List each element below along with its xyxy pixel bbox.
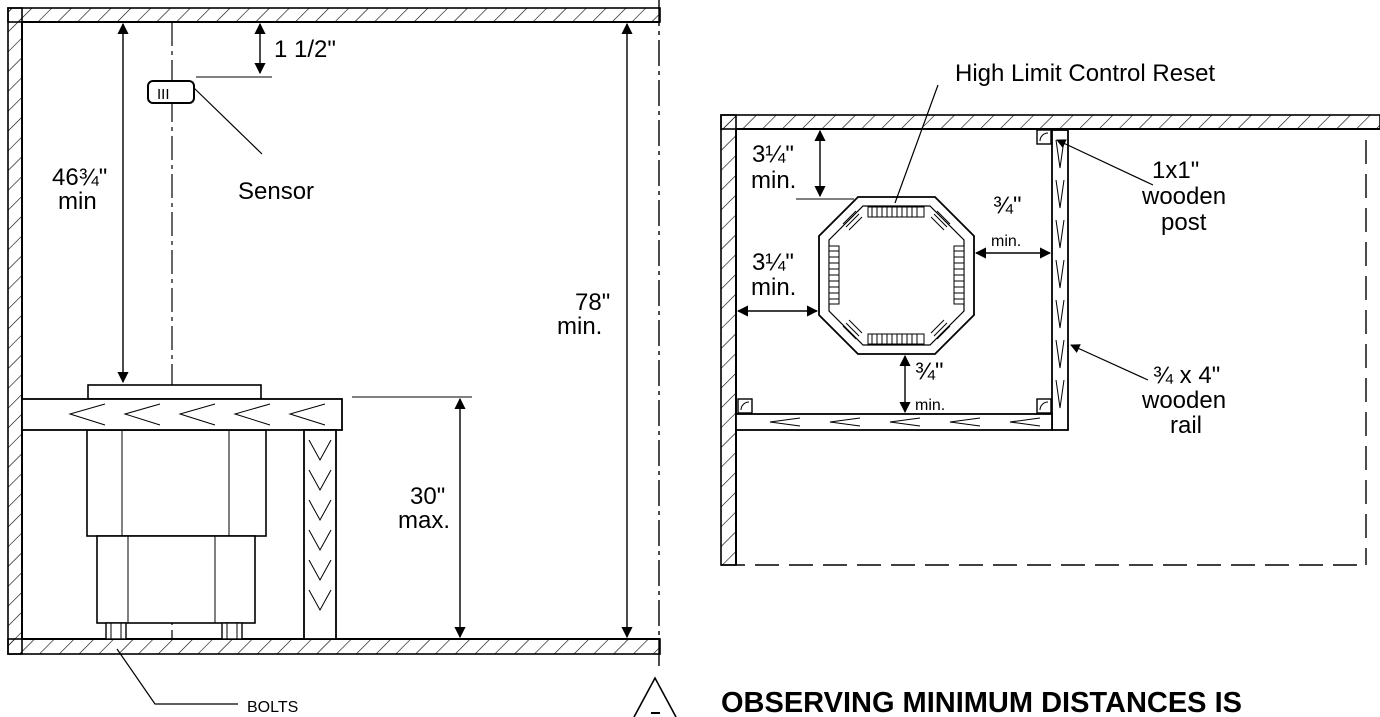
rear-clearance-dimension: 3¼" min. [751, 129, 854, 200]
bench-height-value: 30" [410, 483, 445, 510]
rail-label-line-2: wooden [1141, 387, 1226, 414]
rear-clearance-unit: min. [751, 167, 796, 194]
rail-clearance-dimension: ¾" min. [974, 192, 1052, 259]
top-view-diagram: High Limit Control Reset 3¼" min. 3¼" mi… [720, 60, 1380, 566]
wooden-rail-top [735, 129, 1069, 431]
rail-clearance-unit: min. [991, 233, 1021, 250]
caution-triangle-icon [633, 676, 677, 717]
front-clearance-dimension: ¾" min. [899, 354, 945, 414]
bolt-icon [105, 622, 243, 640]
bolts-label: BOLTS [247, 699, 298, 716]
reset-label: High Limit Control Reset [955, 60, 1215, 87]
rear-clearance-value: 3¼" [752, 141, 794, 168]
bench-height-unit: max. [398, 507, 450, 534]
side-clearance-value: 3¼" [752, 249, 794, 276]
side-view-diagram: III Sensor 1 1/2" 46¾" min 78" min. [7, 0, 661, 716]
heater-clearance-unit: min [58, 188, 97, 215]
sensor-icon: III [147, 80, 195, 104]
wooden-post-icon [737, 129, 1052, 414]
ceiling-height-unit: min. [557, 313, 602, 340]
ceiling-height-dimension: 78" min. [557, 22, 633, 639]
rail-label-line-1: ¾ x 4" [1153, 362, 1220, 389]
post-label-line-1: 1x1" [1152, 157, 1199, 184]
sensor-gap-label: 1 1/2" [274, 36, 336, 63]
sensor-gap-dimension: 1 1/2" [196, 22, 336, 78]
post-label-line-3: post [1161, 209, 1207, 236]
bench-height-dimension: 30" max. [352, 396, 472, 639]
sauna-wall-top [720, 114, 1380, 566]
sensor-glyph: III [157, 86, 170, 103]
rail-label-line-3: rail [1170, 412, 1202, 439]
wooden-bench-rail [21, 398, 343, 640]
ceiling-height-value: 78" [575, 289, 610, 316]
heater-clearance-value: 46¾" [52, 164, 107, 191]
sensor-label: Sensor [238, 178, 314, 205]
warning-text: OBSERVING MINIMUM DISTANCES IS [721, 687, 1242, 717]
front-clearance-unit: min. [915, 397, 945, 414]
front-clearance-value: ¾" [915, 358, 944, 385]
side-clearance-unit: min. [751, 274, 796, 301]
post-label-line-2: wooden [1141, 183, 1226, 210]
sauna-wall [7, 0, 661, 668]
heater-clearance-dimension: 46¾" min [52, 22, 129, 384]
rail-clearance-value: ¾" [993, 192, 1022, 219]
heater-unit [86, 384, 267, 624]
heater-top-icon [818, 196, 975, 355]
side-clearance-dimension: 3¼" min. [736, 249, 819, 317]
